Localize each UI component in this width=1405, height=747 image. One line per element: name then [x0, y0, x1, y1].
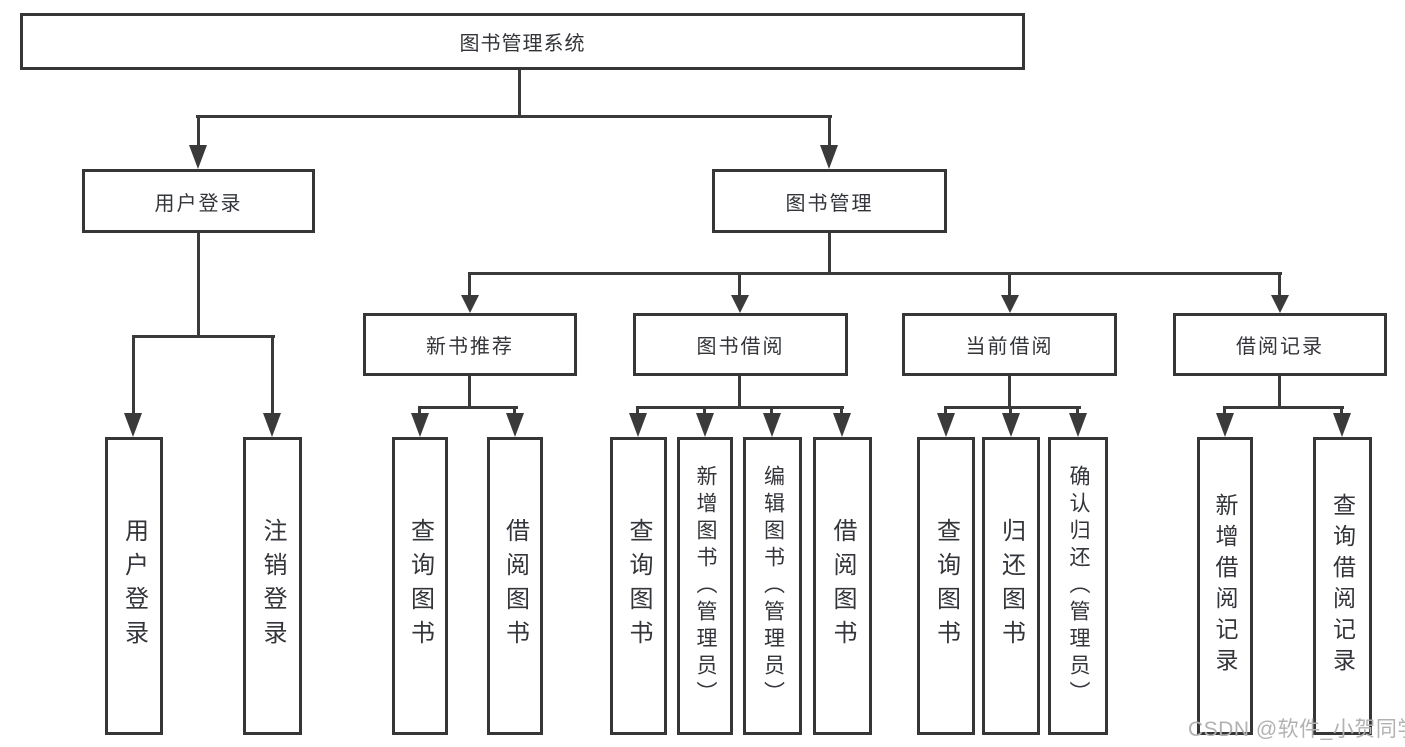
- connector-book-borrow-crossbar: [636, 406, 844, 409]
- arrow-down-icon: [506, 413, 524, 437]
- leaf-query-borrow-record-label: 查询借阅记录: [1329, 493, 1356, 679]
- arrow-down-icon: [461, 295, 479, 313]
- arrow-down-icon: [1002, 413, 1020, 437]
- connector-borrow-records-crossbar: [1223, 406, 1344, 409]
- leaf-add-books-admin: 新增图书（管理员）: [677, 437, 733, 735]
- connector-drop: [1223, 406, 1226, 416]
- arrow-down-icon: [1069, 413, 1087, 437]
- leaf-return-books: 归还图书: [982, 437, 1040, 735]
- connector-drop-user-login: [197, 115, 200, 147]
- leaf-query-books-current: 查询图书: [917, 437, 975, 735]
- leaf-edit-books-admin: 编辑图书（管理员）: [743, 437, 802, 735]
- arrow-down-icon: [820, 145, 838, 169]
- connector-user-login-stem: [197, 233, 200, 337]
- connector-root-crossbar: [196, 115, 832, 118]
- connector-drop: [944, 406, 947, 416]
- leaf-add-borrow-record-label: 新增借阅记录: [1212, 493, 1238, 679]
- node-root-label: 图书管理系统: [459, 33, 586, 55]
- connector-drop: [513, 406, 516, 416]
- node-user-login-label: 用户登录: [154, 192, 243, 215]
- leaf-user-login: 用户登录: [105, 437, 163, 735]
- node-borrow-records: 借阅记录: [1173, 313, 1387, 376]
- connector-drop-book-borrow: [738, 272, 741, 296]
- connector-drop: [703, 406, 706, 416]
- connector-drop-new-book-rec: [468, 272, 471, 296]
- leaf-query-books-current-label: 查询图书: [932, 518, 960, 654]
- node-book-management-label: 图书管理: [785, 192, 874, 215]
- node-user-login: 用户登录: [82, 169, 315, 233]
- connector-drop: [770, 406, 773, 416]
- connector-drop-book-mgmt: [828, 115, 831, 147]
- arrow-down-icon: [189, 145, 207, 169]
- leaf-query-borrow-record: 查询借阅记录: [1313, 437, 1372, 735]
- arrow-down-icon: [1216, 413, 1234, 437]
- connector-user-login-crossbar: [132, 335, 275, 338]
- leaf-borrow-books-label: 借阅图书: [829, 518, 856, 654]
- leaf-borrow-books-recommend: 借阅图书: [487, 437, 543, 735]
- connector-drop: [418, 406, 421, 416]
- node-book-borrow: 图书借阅: [633, 313, 848, 376]
- arrow-down-icon: [411, 413, 429, 437]
- connector-drop: [1340, 406, 1343, 416]
- connector-book-mgmt-crossbar: [468, 272, 1282, 275]
- leaf-query-books-recommend-label: 查询图书: [406, 518, 434, 654]
- node-borrow-records-label: 借阅记录: [1236, 336, 1324, 358]
- node-book-management: 图书管理: [712, 169, 947, 233]
- leaf-add-books-admin-label: 新增图书（管理员）: [694, 464, 717, 708]
- connector-drop: [1076, 406, 1079, 416]
- arrow-down-icon: [1333, 413, 1351, 437]
- node-book-borrow-label: 图书借阅: [696, 336, 785, 358]
- connector-drop: [636, 406, 639, 416]
- connector-current-borrow-stem: [1008, 376, 1011, 409]
- connector-new-book-rec-crossbar: [418, 406, 518, 409]
- leaf-add-borrow-record: 新增借阅记录: [1197, 437, 1253, 735]
- arrow-down-icon: [1001, 295, 1019, 313]
- node-new-book-recommend: 新书推荐: [363, 313, 577, 376]
- connector-new-book-rec-stem: [468, 376, 471, 409]
- arrow-down-icon: [1271, 295, 1289, 313]
- connector-drop-leaf-logout: [271, 335, 274, 415]
- node-current-borrow-label: 当前借阅: [965, 336, 1054, 358]
- node-root: 图书管理系统: [20, 13, 1025, 70]
- leaf-logout-label: 注销登录: [259, 518, 286, 654]
- leaf-query-books-borrow: 查询图书: [610, 437, 667, 735]
- node-new-book-recommend-label: 新书推荐: [426, 336, 514, 358]
- leaf-confirm-return-admin-label: 确认归还（管理员）: [1067, 464, 1090, 708]
- node-current-borrow: 当前借阅: [902, 313, 1117, 376]
- arrow-down-icon: [124, 413, 142, 437]
- arrow-down-icon: [731, 295, 749, 313]
- connector-book-mgmt-stem: [828, 233, 831, 275]
- leaf-edit-books-admin-label: 编辑图书（管理员）: [761, 464, 785, 708]
- leaf-confirm-return-admin: 确认归还（管理员）: [1048, 437, 1108, 735]
- leaf-return-books-label: 归还图书: [997, 518, 1025, 654]
- leaf-query-books-borrow-label: 查询图书: [625, 518, 652, 654]
- arrow-down-icon: [763, 413, 781, 437]
- connector-book-borrow-stem: [738, 376, 741, 409]
- connector-drop-borrow-records: [1278, 272, 1281, 296]
- leaf-query-books-recommend: 查询图书: [392, 437, 448, 735]
- arrow-down-icon: [696, 413, 714, 437]
- connector-borrow-records-stem: [1278, 376, 1281, 409]
- connector-drop: [840, 406, 843, 416]
- connector-current-borrow-crossbar: [944, 406, 1081, 409]
- csdn-watermark: CSDN @软件_小贺同学: [1188, 718, 1405, 741]
- arrow-down-icon: [629, 413, 647, 437]
- connector-root-stem: [518, 70, 521, 118]
- leaf-borrow-books-recommend-label: 借阅图书: [501, 518, 529, 654]
- connector-drop-leaf-user-login: [132, 335, 135, 415]
- leaf-logout: 注销登录: [243, 437, 302, 735]
- leaf-borrow-books: 借阅图书: [813, 437, 872, 735]
- leaf-user-login-label: 用户登录: [120, 518, 148, 654]
- arrow-down-icon: [263, 413, 281, 437]
- connector-drop-current-borrow: [1008, 272, 1011, 296]
- arrow-down-icon: [937, 413, 955, 437]
- connector-drop: [1009, 406, 1012, 416]
- arrow-down-icon: [833, 413, 851, 437]
